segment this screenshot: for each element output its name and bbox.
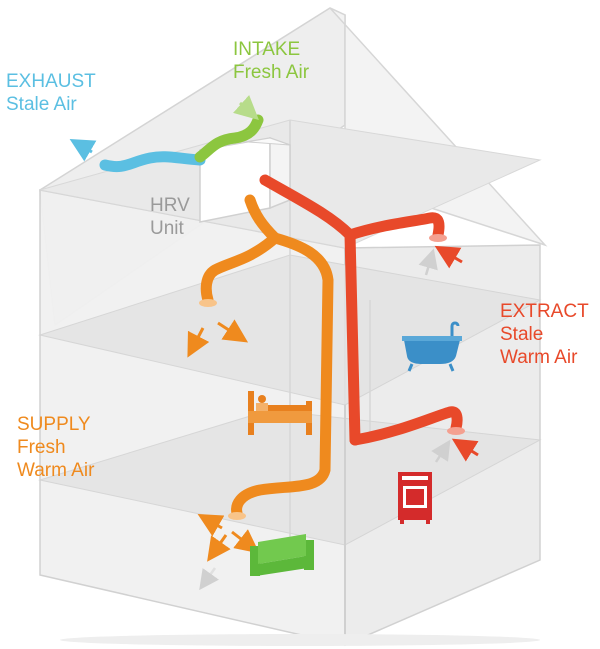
exhaust-label-line2: Stale Air: [6, 94, 77, 115]
supply-arrow-lower-3: [197, 514, 225, 537]
extract-label-line3: Warm Air: [500, 347, 578, 368]
extract-label-line2: Stale: [500, 324, 544, 345]
exhaust-label-line1: EXHAUST: [6, 71, 96, 92]
intake-arrow: [233, 95, 259, 121]
intake-duct: [194, 95, 264, 163]
hrv-unit-label: HRV Unit: [150, 194, 190, 240]
stove-icon: [398, 472, 432, 524]
bed-icon: [248, 391, 312, 435]
supply-label-line3: Warm Air: [17, 460, 95, 481]
intake-label: INTAKE Fresh Air: [233, 38, 309, 84]
extract-arrow-lower: [451, 438, 479, 462]
extract-label-line1: EXTRACT: [500, 301, 589, 322]
supply-label: SUPPLY Fresh Warm Air: [17, 413, 94, 482]
supply-duct: [187, 194, 334, 591]
extract-label: EXTRACT Stale Warm Air: [500, 300, 589, 369]
bathtub-icon: [402, 321, 462, 372]
sofa-icon: [250, 534, 314, 576]
intake-label-line1: INTAKE: [233, 39, 301, 60]
hrv-label-line1: HRV: [150, 195, 190, 216]
intake-label-line2: Fresh Air: [233, 62, 310, 83]
exhaust-arrow: [69, 138, 97, 162]
supply-arrow-lower-2: [207, 534, 231, 562]
supply-label-line2: Fresh: [17, 437, 66, 458]
extract-arrow-upper: [434, 245, 463, 269]
extract-duct: [259, 174, 479, 463]
supply-arrow-upper-1: [217, 319, 249, 343]
supply-arrow-lower-1: [231, 529, 260, 554]
exhaust-duct: [69, 138, 206, 173]
supply-label-line1: SUPPLY: [17, 414, 91, 435]
exhaust-label: EXHAUST Stale Air: [6, 70, 96, 116]
supply-arrow-upper-2: [187, 327, 210, 358]
hrv-label-line2: Unit: [150, 218, 184, 239]
